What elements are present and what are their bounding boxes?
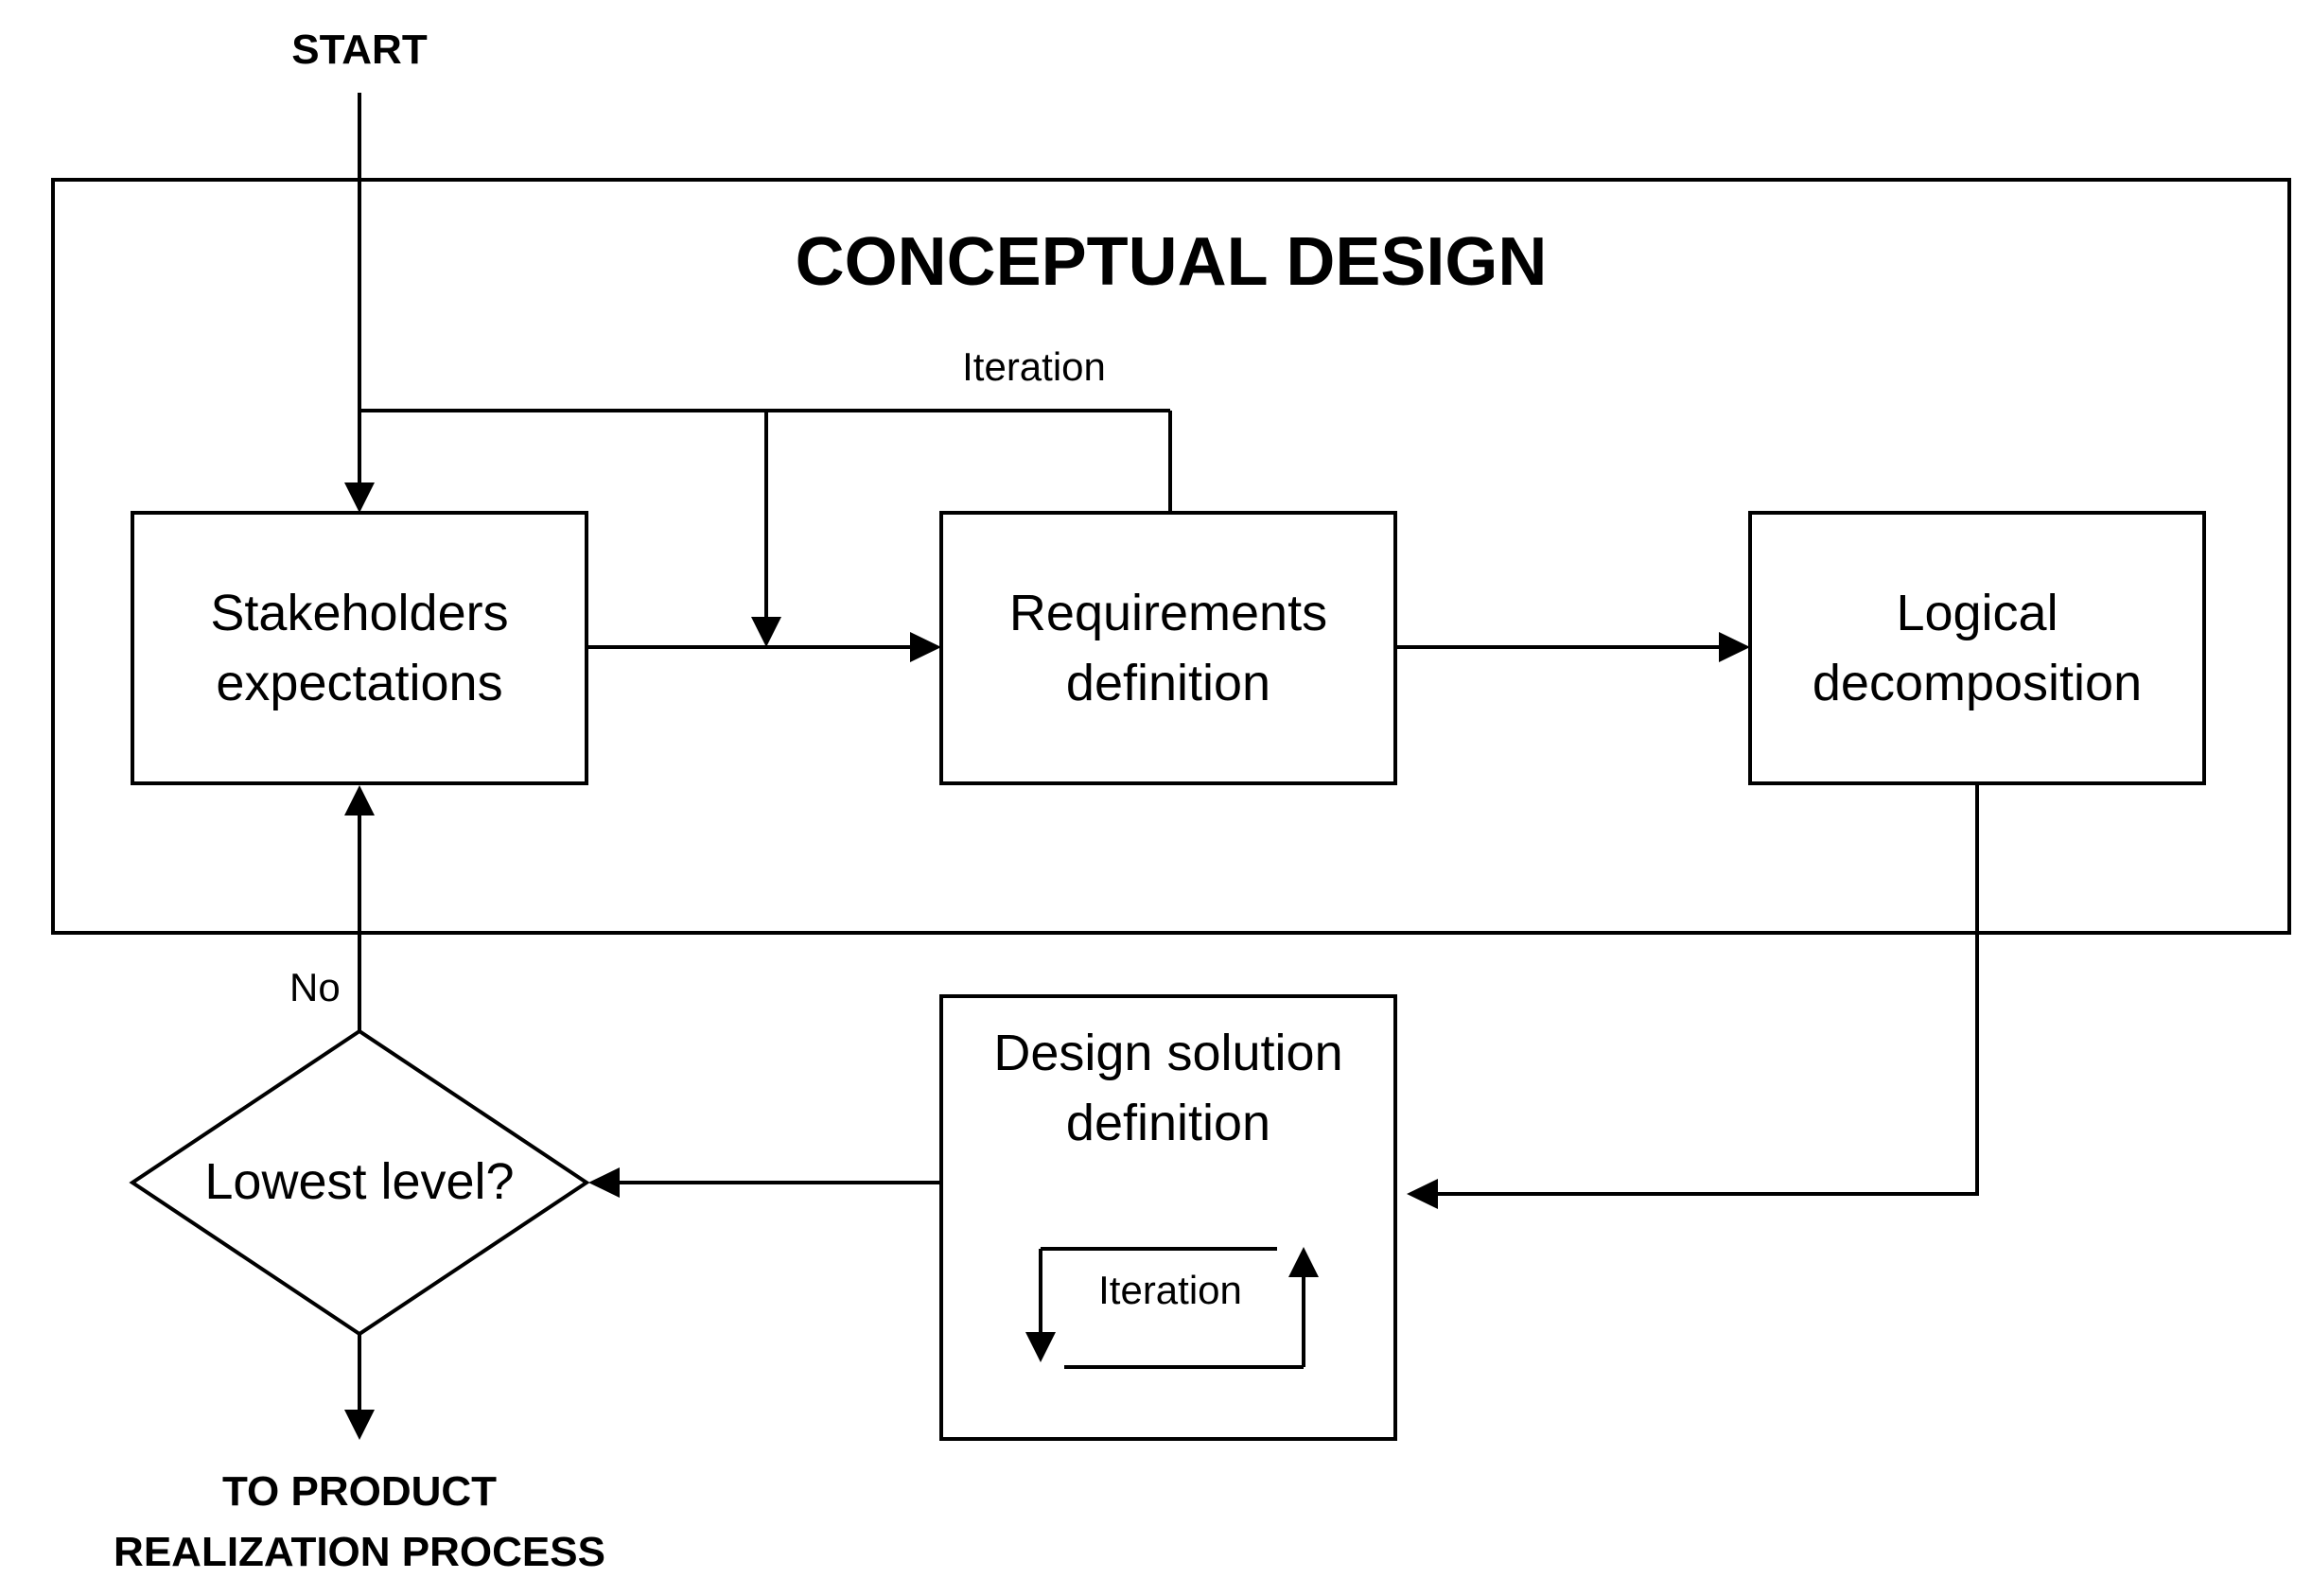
no-label: No	[289, 965, 341, 1009]
arrowheads	[344, 482, 1750, 1440]
stakeholders-line-1: Stakeholders	[210, 585, 509, 641]
stakeholders-line-2: expectations	[216, 655, 503, 711]
arrowhead-iteration-join	[751, 617, 781, 647]
requirements-label: Requirements definition	[943, 515, 1393, 781]
arrowhead-to-logical	[1719, 632, 1750, 662]
iteration-inner-label: Iteration	[1098, 1268, 1242, 1312]
logical-to-design-solution	[1438, 783, 1979, 1196]
requirements-line-2: definition	[1065, 655, 1271, 711]
connectors	[358, 93, 1979, 1410]
arrowhead-inner-up	[1288, 1247, 1319, 1277]
design-solution-line-1: Design solution	[993, 1025, 1343, 1081]
start-label: START	[291, 26, 428, 73]
design-solution-line-2: definition	[1065, 1095, 1271, 1151]
arrowhead-to-design	[1407, 1179, 1438, 1209]
diagram-title: CONCEPTUAL DESIGN	[795, 224, 1548, 300]
decision-label: Lowest level?	[204, 1153, 515, 1210]
requirements-line-1: Requirements	[1008, 585, 1328, 641]
end-label-line-1: TO PRODUCT	[221, 1468, 498, 1515]
arrowhead-start	[344, 482, 375, 513]
iteration-top-label: Iteration	[962, 344, 1106, 389]
logical-label: Logical decomposition	[1752, 515, 2202, 781]
requirements-box	[939, 511, 1397, 785]
arrowhead-inner-down	[1025, 1332, 1056, 1362]
logical-decomposition-box	[1748, 511, 2206, 785]
end-label-line-2: REALIZATION PROCESS	[114, 1529, 605, 1575]
logical-line-1: Logical	[1896, 585, 2058, 641]
arrowhead-to-decision	[588, 1167, 620, 1198]
design-solution-label: Design solution definition	[943, 1017, 1393, 1159]
logical-line-2: decomposition	[1812, 655, 2143, 711]
arrowhead-to-end	[344, 1410, 375, 1440]
stakeholders-label: Stakeholders expectations	[134, 515, 585, 781]
arrowhead-no	[344, 785, 375, 816]
conceptual-design-frame	[51, 178, 2291, 935]
arrowhead-to-requirements	[910, 632, 941, 662]
